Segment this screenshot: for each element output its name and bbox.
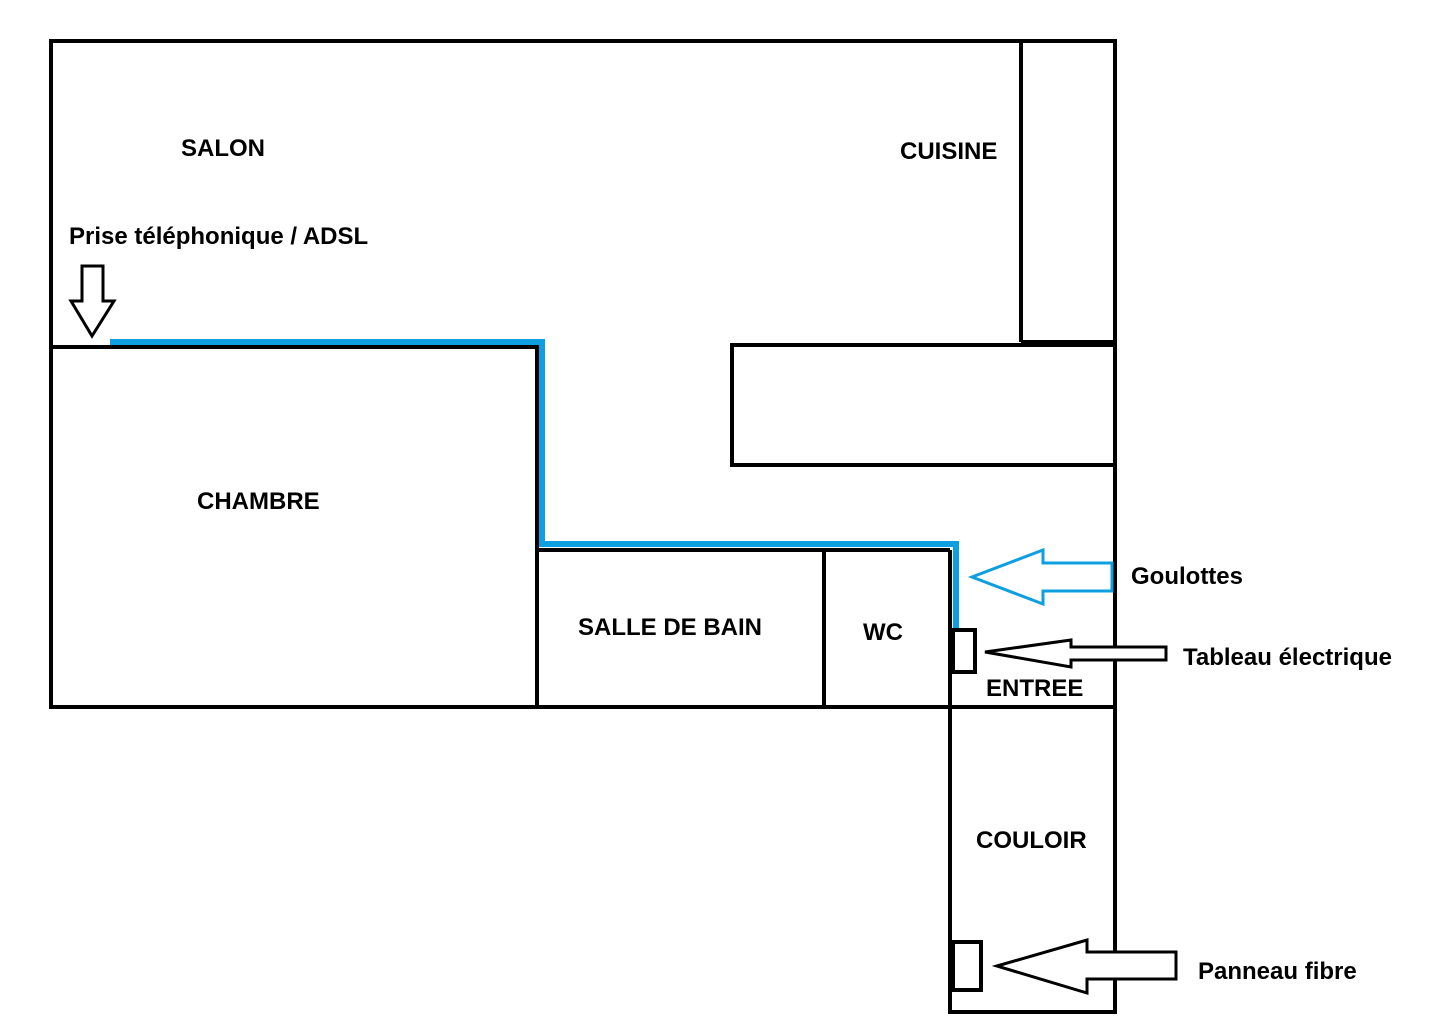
apartment-outline bbox=[49, 39, 1117, 1014]
chambre-room bbox=[49, 345, 539, 709]
room-label-salon: SALON bbox=[181, 135, 265, 162]
down-arrow-icon bbox=[68, 264, 117, 339]
panneau-fibre-box bbox=[951, 940, 983, 992]
callout-tableau-electrique: Tableau électrique bbox=[1183, 644, 1392, 671]
room-label-couloir: COULOIR bbox=[976, 827, 1087, 854]
callout-goulottes: Goulottes bbox=[1131, 563, 1243, 590]
goulottes-path bbox=[110, 339, 959, 628]
tableau-electrique-box bbox=[951, 628, 977, 674]
left-arrow-icon bbox=[967, 547, 1114, 607]
room-label-cuisine: CUISINE bbox=[900, 138, 997, 165]
walls bbox=[49, 39, 1117, 1014]
left-arrow-icon bbox=[984, 638, 1168, 669]
room-label-wc: WC bbox=[863, 619, 903, 646]
callout-prise-telephonique: Prise téléphonique / ADSL bbox=[69, 223, 368, 250]
kitchen-counter-block bbox=[730, 343, 1117, 467]
room-label-entree: ENTREE bbox=[986, 675, 1083, 702]
room-label-salle-de-bain: SALLE DE BAIN bbox=[578, 614, 762, 641]
left-arrow-icon bbox=[991, 938, 1178, 996]
callout-panneau-fibre: Panneau fibre bbox=[1198, 958, 1357, 985]
room-label-chambre: CHAMBRE bbox=[197, 488, 320, 515]
